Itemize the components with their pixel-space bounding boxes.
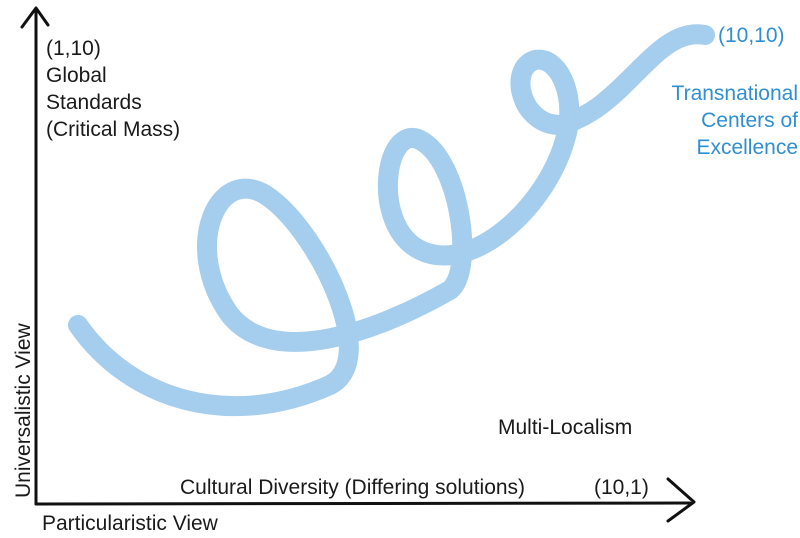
centers-of-label: Centers of: [701, 109, 798, 132]
origin-label: Particularistic View: [42, 512, 218, 535]
critical-mass-label: (Critical Mass): [46, 118, 181, 141]
top-right-label-block: Transnational Centers of Excellence: [630, 80, 798, 161]
global-label: Global: [46, 64, 107, 87]
top-left-label-block: (1,10) Global Standards (Critical Mass): [46, 35, 180, 143]
y-axis-arrowhead: [20, 6, 50, 29]
y-axis-label: Universalistic View: [12, 323, 35, 498]
multi-localism-label: Multi-Localism: [498, 416, 633, 439]
x-axis-arrowhead: [666, 477, 696, 523]
x-axis-end-point-label: (10,1): [594, 476, 649, 499]
x-axis-line: [34, 501, 692, 506]
top-left-point-label: (1,10): [46, 37, 101, 60]
x-axis-label: Cultural Diversity (Differing solutions): [180, 476, 526, 499]
standards-label: Standards: [46, 91, 142, 114]
spiral-curve: [68, 24, 715, 417]
top-right-point-label: (10,10): [718, 24, 785, 47]
excellence-label: Excellence: [696, 136, 798, 159]
transnational-label: Transnational: [671, 82, 798, 105]
